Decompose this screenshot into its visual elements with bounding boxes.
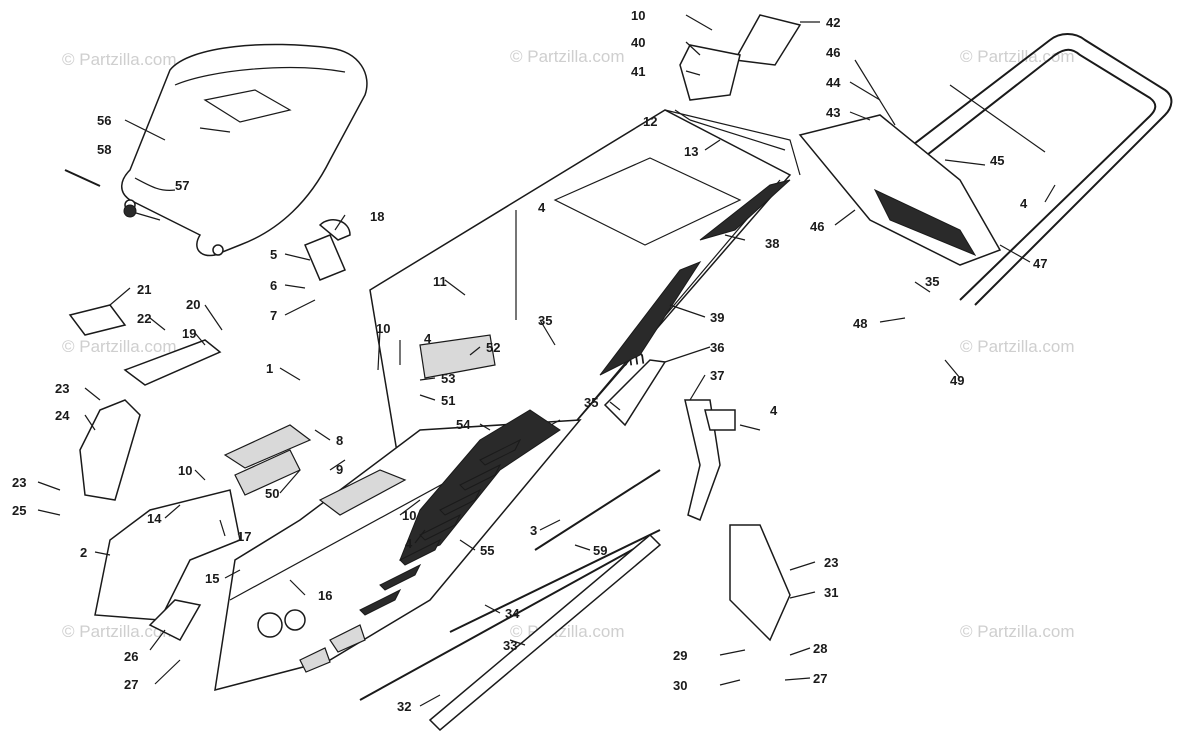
track-pattern [359,438,522,616]
watermark: © Partzilla.com [62,622,177,641]
callout-8: 8 [336,433,343,448]
callout-1: 1 [266,361,273,376]
callout-42: 42 [826,15,840,30]
watermark: © Partzilla.com [960,47,1075,66]
callout-9: 9 [336,462,343,477]
rear-flap [798,114,1002,266]
callout-10: 10 [402,508,416,523]
callout-4: 4 [424,331,432,346]
callout-51: 51 [441,393,455,408]
callout-32: 32 [397,699,411,714]
callout-6: 6 [270,278,277,293]
callout-3: 3 [530,523,537,538]
callout-15: 15 [205,571,219,586]
callout-4: 4 [1020,196,1028,211]
callout-27: 27 [813,671,827,686]
callout-37: 37 [710,368,724,383]
callout-47: 47 [1033,256,1047,271]
callout-55: 55 [480,543,494,558]
callout-27: 27 [124,677,138,692]
callout-33: 33 [503,638,517,653]
watermark: © Partzilla.com [62,50,177,69]
callout-10: 10 [631,8,645,23]
callout-19: 19 [182,326,196,341]
callout-23: 23 [824,555,838,570]
callout-labels: 10 42 40 46 41 44 43 12 13 45 46 4 4 38 … [12,8,1047,714]
callout-40: 40 [631,35,645,50]
callout-23: 23 [55,381,69,396]
callout-44: 44 [826,75,841,90]
leader-lines [37,14,1056,707]
callout-29: 29 [673,648,687,663]
callout-23: 23 [12,475,26,490]
callout-58: 58 [97,142,111,157]
callout-13: 13 [684,144,698,159]
callout-28: 28 [813,641,827,656]
callout-53: 53 [441,371,455,386]
callout-50: 50 [265,486,279,501]
callout-31: 31 [824,585,838,600]
callout-46: 46 [810,219,824,234]
callout-2: 2 [80,545,87,560]
callout-59: 59 [593,543,607,558]
left-small-parts [68,14,802,641]
callout-10: 10 [376,321,390,336]
callout-21: 21 [137,282,151,297]
watermark: © Partzilla.com [960,622,1075,641]
callout-24: 24 [55,408,70,423]
callout-57: 57 [175,178,189,193]
brackets [603,359,791,642]
watermark: © Partzilla.com [510,47,625,66]
callout-56: 56 [97,113,111,128]
callout-4: 4 [538,200,546,215]
watermark: © Partzilla.com [62,337,177,356]
callout-30: 30 [673,678,687,693]
callout-4: 4 [405,536,413,551]
callout-11: 11 [433,274,447,289]
callout-45: 45 [990,153,1004,168]
watermark: © Partzilla.com [960,337,1075,356]
callout-4: 4 [770,403,778,418]
callout-38: 38 [765,236,779,251]
tunnel-assembly [214,109,801,692]
callout-35: 35 [538,313,552,328]
callout-17: 17 [237,529,251,544]
callout-46: 46 [826,45,840,60]
callout-22: 22 [137,311,151,326]
callout-35: 35 [584,395,598,410]
callout-7: 7 [270,308,277,323]
seat-fasteners [64,169,161,221]
callout-34: 34 [505,606,520,621]
callout-54: 54 [456,417,471,432]
callout-5: 5 [270,247,277,262]
callout-35: 35 [925,274,939,289]
callout-36: 36 [710,340,724,355]
callout-14: 14 [147,511,162,526]
rear-bumper [879,33,1173,306]
callout-43: 43 [826,105,840,120]
callout-20: 20 [186,297,200,312]
callout-39: 39 [710,310,724,325]
callout-49: 49 [950,373,964,388]
callout-41: 41 [631,64,645,79]
callout-25: 25 [12,503,26,518]
callout-26: 26 [124,649,138,664]
callout-18: 18 [370,209,384,224]
callout-10: 10 [178,463,192,478]
callout-16: 16 [318,588,332,603]
callout-48: 48 [853,316,867,331]
rails [359,469,662,732]
callout-12: 12 [643,114,657,129]
callout-52: 52 [486,340,500,355]
